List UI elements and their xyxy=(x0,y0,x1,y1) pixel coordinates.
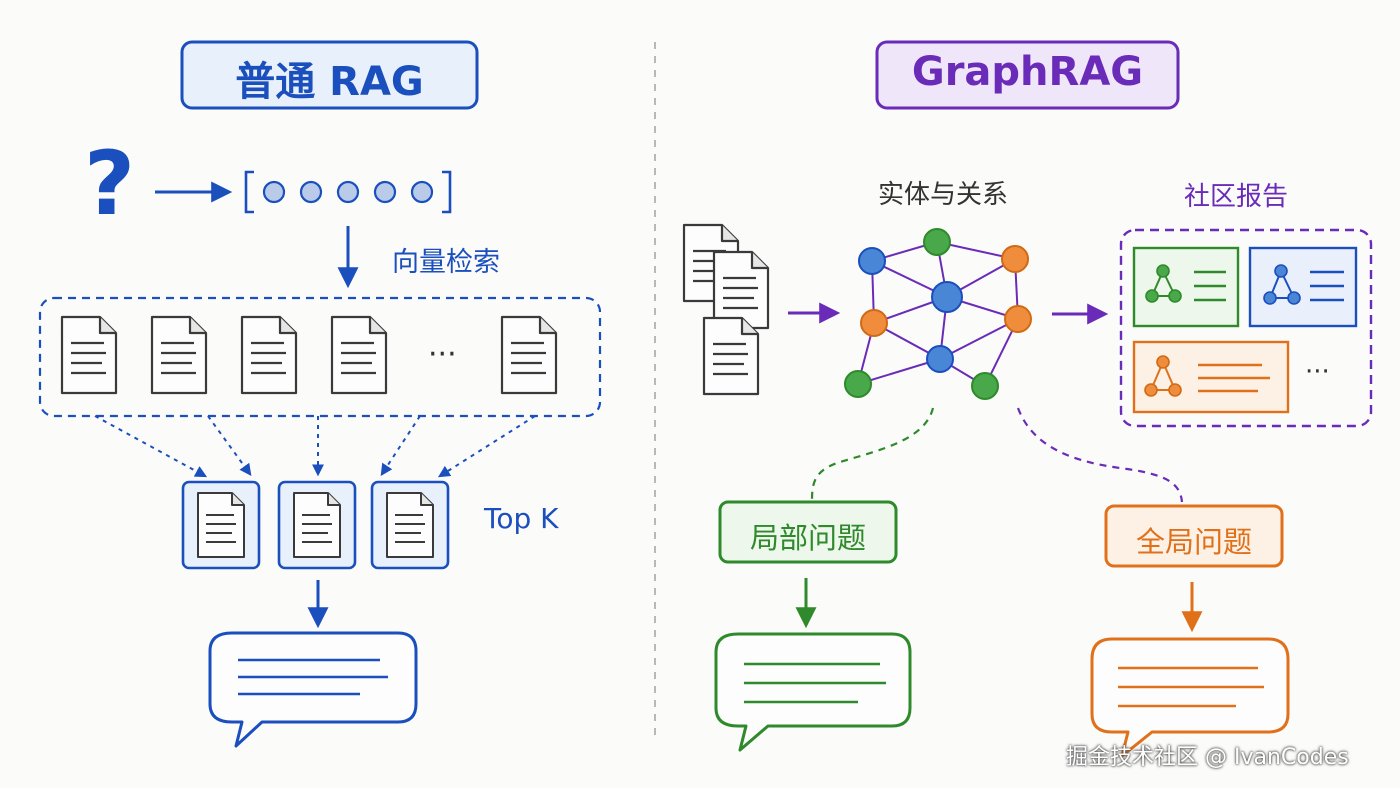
document-icon xyxy=(702,316,760,396)
graph-node xyxy=(844,370,872,398)
corpus-box xyxy=(38,296,602,418)
global-query-path xyxy=(1016,407,1184,503)
graph-node xyxy=(1004,305,1032,333)
graphrag-title: GraphRAG xyxy=(911,49,1144,95)
source-documents xyxy=(682,223,770,396)
document-icon xyxy=(293,492,341,558)
document-icon xyxy=(197,492,245,558)
report-card-green xyxy=(1132,246,1240,328)
local-answer-bubble-icon xyxy=(714,632,912,752)
embedding-vector xyxy=(244,170,452,214)
document-icon xyxy=(500,315,558,395)
document-icon xyxy=(240,315,298,395)
rag-title: 普通 RAG xyxy=(235,59,424,105)
global-answer-bubble-icon xyxy=(1090,637,1290,758)
topk-connectors xyxy=(94,415,536,478)
graph-node xyxy=(971,372,999,400)
local-question-label: 局部问题 xyxy=(749,521,866,555)
report-card-blue xyxy=(1248,246,1358,328)
graph-node xyxy=(926,345,954,373)
community-reports-label: 社区报告 xyxy=(1184,182,1289,212)
local-query-path xyxy=(810,407,935,501)
topk-documents xyxy=(181,480,450,570)
document-icon xyxy=(330,315,388,395)
graph-node xyxy=(1001,245,1029,273)
reports-ellipsis: ··· xyxy=(1305,357,1330,387)
topk-label: Top K xyxy=(484,502,559,535)
document-icon xyxy=(712,250,770,330)
graph-node xyxy=(858,247,886,275)
graph-node xyxy=(923,228,951,256)
document-icon xyxy=(386,492,434,558)
question-mark-icon: ? xyxy=(84,132,136,235)
report-card-orange xyxy=(1132,340,1290,414)
rag-title-box xyxy=(180,40,479,110)
corpus-ellipsis: ··· xyxy=(428,337,457,372)
global-question-box xyxy=(1104,504,1284,568)
corpus-documents xyxy=(60,315,558,395)
graph-node xyxy=(860,309,888,337)
knowledge-graph xyxy=(844,228,1032,400)
graphrag-title-box xyxy=(875,40,1180,110)
watermark: 掘金技术社区 @ IvanCodes xyxy=(1066,745,1349,770)
answer-bubble-icon xyxy=(208,631,418,748)
local-question-box xyxy=(718,500,898,564)
graph-node xyxy=(931,281,963,313)
retrieval-label: 向量检索 xyxy=(392,247,500,278)
global-question-label: 全局问题 xyxy=(1135,525,1252,559)
document-icon xyxy=(60,315,118,395)
document-icon xyxy=(150,315,208,395)
community-reports-box xyxy=(1119,228,1373,428)
entities-relations-label: 实体与关系 xyxy=(878,180,1009,210)
